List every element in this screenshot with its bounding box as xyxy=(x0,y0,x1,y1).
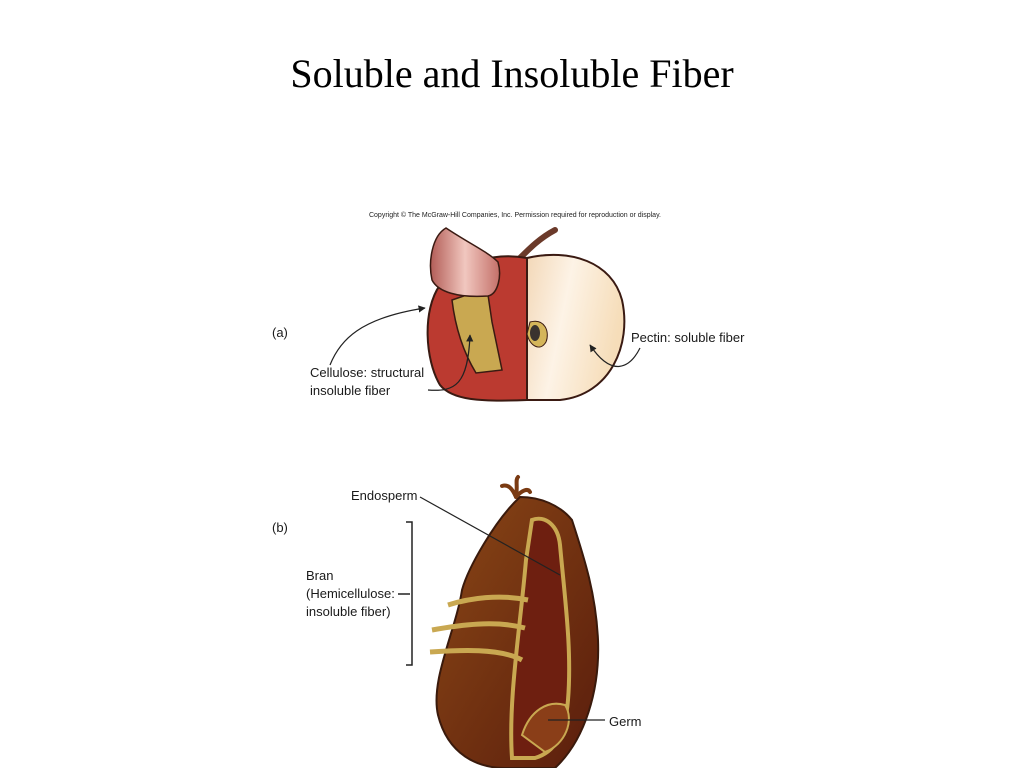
slide-title: Soluble and Insoluble Fiber xyxy=(290,51,734,96)
cellulose-label-line1: Cellulose: structural xyxy=(310,365,425,380)
bran-label-line3: insoluble fiber) xyxy=(306,604,391,619)
endosperm-leader xyxy=(419,496,561,576)
germ-region xyxy=(520,702,570,754)
copyright-notice: Copyright © The McGraw-Hill Companies, I… xyxy=(368,212,661,219)
cellulose-arrow-2 xyxy=(427,334,474,391)
bran-layer-3 xyxy=(429,647,524,663)
peel-flap xyxy=(429,227,501,298)
grain-sprout xyxy=(500,475,532,499)
panel-b-letter: (b) xyxy=(272,520,288,535)
bran-bracket xyxy=(398,521,413,666)
apple-pulp xyxy=(526,254,626,401)
endosperm-label: Endosperm xyxy=(351,488,418,503)
bran-label-line2: (Hemicellulose: xyxy=(306,586,395,601)
bran-label-line1: Bran xyxy=(306,568,334,583)
germ-label: Germ xyxy=(609,714,642,729)
bran-layer-1 xyxy=(447,594,529,608)
apple-seed xyxy=(530,325,540,341)
cellulose-layer xyxy=(451,286,503,374)
pectin-arrow xyxy=(589,344,641,367)
apple-diagram xyxy=(329,227,641,402)
panel-a-letter: (a) xyxy=(272,325,288,340)
apple-stem xyxy=(517,227,558,261)
bran-layer-2 xyxy=(431,621,526,633)
cellulose-arrow xyxy=(329,305,426,366)
pectin-label: Pectin: soluble fiber xyxy=(631,330,745,345)
cellulose-label-line2: insoluble fiber xyxy=(310,383,391,398)
grain-diagram xyxy=(398,475,605,768)
